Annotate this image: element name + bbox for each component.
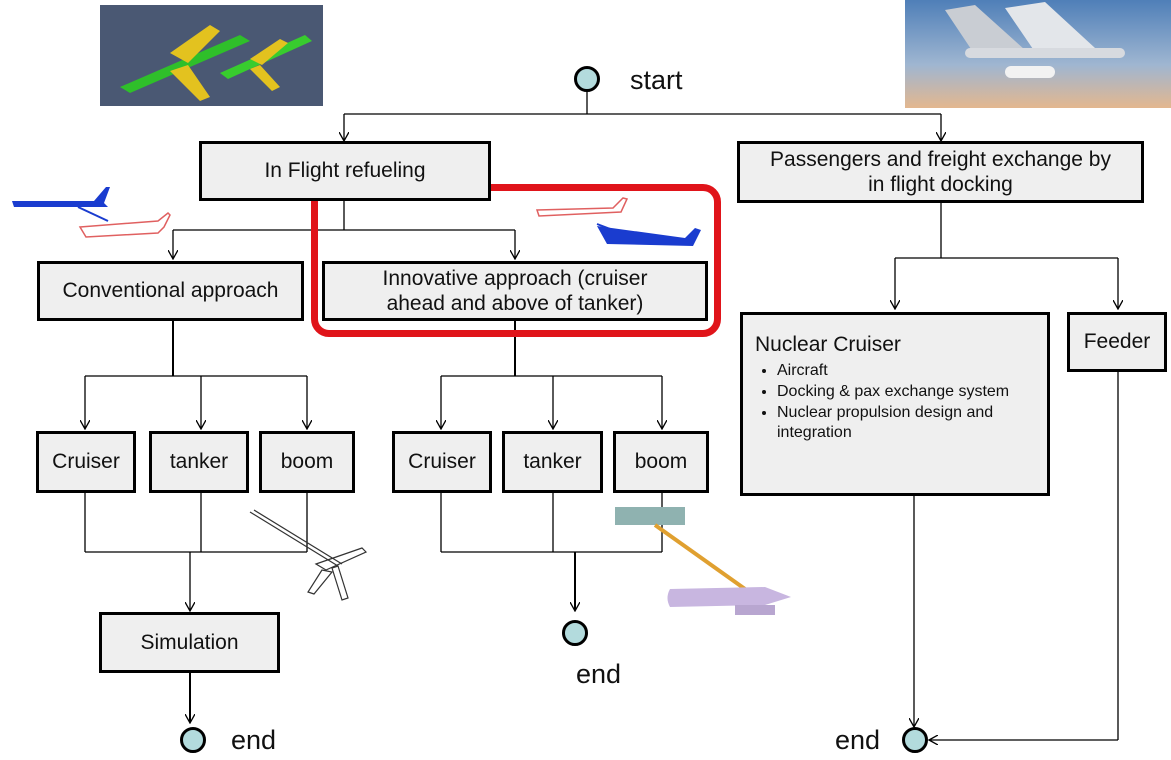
tanker-box-middle: tanker — [502, 431, 603, 493]
start-node — [574, 66, 600, 92]
highlight-frame — [311, 184, 721, 337]
start-label: start — [630, 65, 683, 95]
boom-render-image — [615, 507, 791, 615]
end-label-middle: end — [576, 659, 622, 689]
nuclear-cruiser-item: Docking & pax exchange system — [777, 382, 1037, 402]
aircraft-render-image — [100, 5, 323, 106]
nuclear-cruiser-list: Aircraft Docking & pax exchange system N… — [755, 361, 1037, 443]
docking-render-image — [905, 0, 1171, 108]
simulation-box: Simulation — [99, 612, 280, 673]
end-node-middle — [562, 620, 588, 646]
nuclear-cruiser-box: Nuclear Cruiser Aircraft Docking & pax e… — [740, 312, 1050, 496]
nuclear-cruiser-item: Aircraft — [777, 361, 1037, 381]
innovative-approach-box: Innovative approach (cruiser ahead and a… — [322, 261, 708, 321]
in-flight-refueling-box: In Flight refueling — [199, 141, 491, 201]
nuclear-cruiser-title: Nuclear Cruiser — [755, 333, 901, 356]
boom-box-middle: boom — [613, 431, 709, 493]
passengers-exchange-box: Passengers and freight exchange by in fl… — [737, 141, 1144, 203]
nuclear-cruiser-item: Nuclear propulsion design and integratio… — [777, 403, 1037, 443]
cruiser-tanker-icon — [535, 197, 701, 246]
cruiser-box-middle: Cruiser — [392, 431, 492, 493]
tanker-box-left: tanker — [149, 431, 249, 493]
end-label-left: end — [231, 725, 277, 755]
cruiser-box-left: Cruiser — [36, 431, 136, 493]
tanker-icon — [12, 187, 171, 238]
end-node-left — [180, 727, 206, 753]
boom-box-left: boom — [259, 431, 355, 493]
feeder-box: Feeder — [1067, 312, 1167, 372]
end-label-right: end — [835, 725, 881, 755]
conventional-approach-box: Conventional approach — [37, 261, 304, 321]
end-node-right — [902, 727, 928, 753]
boom-drawing-image — [249, 509, 368, 601]
